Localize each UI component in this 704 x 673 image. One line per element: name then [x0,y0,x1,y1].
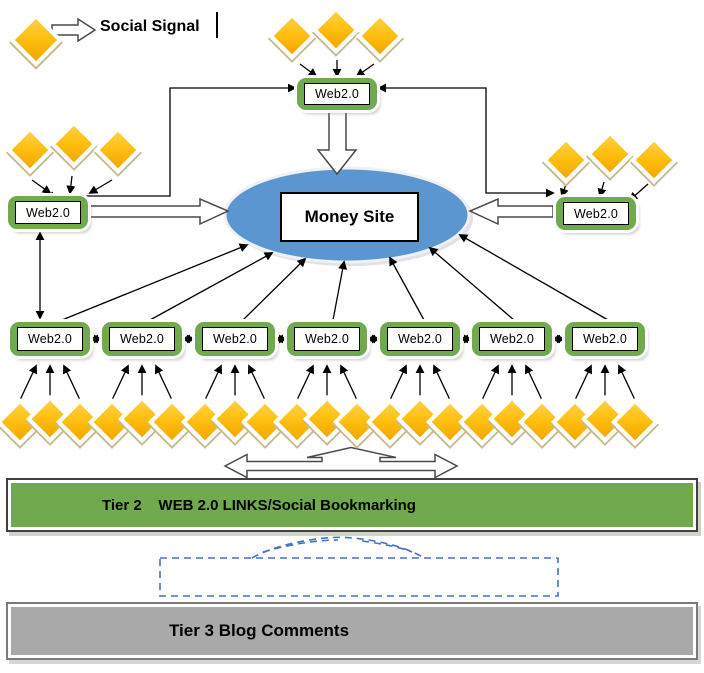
signal-cluster-3[interactable] [180,394,290,447]
signal-arrows-tier1 [19,364,636,402]
web20-node-tier1-6[interactable]: Web2.0 [472,322,552,356]
social-signal-diamond-icon[interactable] [267,11,317,61]
signal-cluster-5[interactable] [365,394,475,447]
node-label: Web2.0 [572,327,638,351]
social-signal-diamond-icon[interactable] [541,135,591,185]
top-to-money-arrow [316,111,358,176]
block-arrows[interactable] [51,17,554,479]
tier1-to-money-arrows [61,234,609,321]
web20-node-tier1-3[interactable]: Web2.0 [195,322,275,356]
web20-node-top[interactable]: Web2.0 [297,78,377,110]
social-signal-diamond-icon[interactable] [311,5,361,55]
money-site-label[interactable]: Money Site [280,192,419,242]
web20-node-tier1-1[interactable]: Web2.0 [10,322,90,356]
tier3-banner-label: Tier 3 Blog Comments [168,621,350,640]
social-signal-diamond-icon[interactable] [9,13,63,67]
social-signal-diamond-icon[interactable] [5,125,55,175]
web20-node-tier1-5[interactable]: Web2.0 [380,322,460,356]
legend-label: Social Signal [100,18,200,35]
signal-cluster-4[interactable] [272,394,382,447]
signal-group-top[interactable] [267,5,407,61]
signal-group-right[interactable] [541,129,681,185]
node-label: Web2.0 [387,327,453,351]
right-to-money-arrow [468,197,554,226]
web20-node-tier1-7[interactable]: Web2.0 [565,322,645,356]
tier2-banner[interactable]: Tier 2 WEB 2.0 LINKS/Social Bookmarking [6,478,698,532]
social-signal-diamond-icon[interactable] [49,119,99,169]
signal-group-left[interactable] [5,119,145,175]
web20-node-right[interactable]: Web2.0 [556,197,636,230]
signal-cluster-1[interactable] [0,394,105,447]
node-label: Web2.0 [202,327,268,351]
social-signal-diamond-icon[interactable] [355,11,405,61]
node-label: Web2.0 [15,201,81,224]
left-to-money-arrow [89,197,230,226]
signal-cluster-2[interactable] [87,394,197,447]
signal-arrows-satellites [31,60,649,202]
social-signal-diamond-icon[interactable] [629,135,679,185]
node-label: Web2.0 [479,327,545,351]
node-label: Web2.0 [109,327,175,351]
signal-cluster-7[interactable] [550,394,660,447]
text-cursor [216,12,218,38]
tier2-banner-label: Tier 2 WEB 2.0 LINKS/Social Bookmarking [102,496,416,514]
legend-social-signal [9,13,63,67]
selection-outline[interactable] [159,536,559,597]
node-label: Web2.0 [563,202,629,225]
signal-cluster-6[interactable] [457,394,567,447]
social-signal-diamond-icon[interactable] [93,125,143,175]
web20-node-tier1-2[interactable]: Web2.0 [102,322,182,356]
node-label: Web2.0 [304,83,370,105]
social-signal-diamond-icon[interactable] [585,129,635,179]
web20-node-tier1-4[interactable]: Web2.0 [287,322,367,356]
web20-node-left[interactable]: Web2.0 [8,196,88,229]
tier3-banner[interactable]: Tier 3 Blog Comments [6,602,698,660]
elbow-connectors [35,83,555,320]
node-label: Web2.0 [294,327,360,351]
three-way-arrow [223,446,459,479]
node-label: Web2.0 [17,327,83,351]
